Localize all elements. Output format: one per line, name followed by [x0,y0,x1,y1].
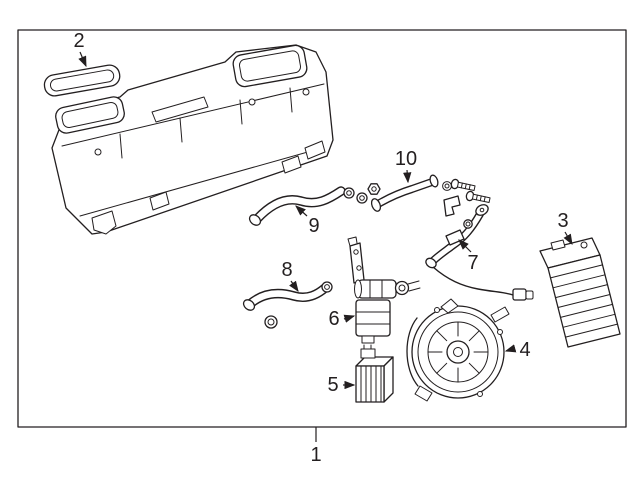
callout-9[interactable]: 9 [295,205,320,237]
callouts: 1 2 3 4 5 6 7 8 [73,30,573,466]
part-blower-motor [406,298,510,402]
callout-5[interactable]: 5 [327,374,356,396]
part-air-duct-seal [43,64,121,97]
part-heater-inlet-pipe [370,174,452,212]
part-hvac-housing [51,44,334,235]
callout-5-label[interactable]: 5 [327,374,338,396]
part-heater-core [539,237,621,348]
callout-7-label[interactable]: 7 [467,252,478,274]
callout-10[interactable]: 10 [395,148,417,184]
callout-10-label[interactable]: 10 [395,148,417,170]
callout-9-label[interactable]: 9 [308,215,319,237]
callout-3-label[interactable]: 3 [557,210,568,232]
callout-4-label[interactable]: 4 [519,339,530,361]
callout-2[interactable]: 2 [73,30,87,68]
part-heater-hose-long [248,186,346,226]
callout-2-label[interactable]: 2 [73,30,84,52]
callout-7[interactable]: 7 [458,239,479,274]
part-pipe-bracket [443,195,461,217]
part-heater-hose-short [242,281,333,329]
part-o-rings [343,183,381,204]
callout-4[interactable]: 4 [504,339,531,361]
callout-1-label[interactable]: 1 [310,444,321,466]
callout-8[interactable]: 8 [281,259,299,292]
callout-6[interactable]: 6 [328,308,356,330]
callout-1[interactable]: 1 [310,427,322,466]
callout-8-label[interactable]: 8 [281,259,292,281]
housing-left-duct [55,96,125,134]
part-heater-water-valve [347,236,421,344]
callout-6-label[interactable]: 6 [328,308,339,330]
part-mounting-bolts [450,178,491,204]
part-blower-resistor [355,344,394,403]
part-heater-pipe-assembly [425,204,489,269]
part-wiring-harness [432,266,534,301]
callout-3[interactable]: 3 [557,210,573,246]
housing-right-duct [232,44,308,88]
